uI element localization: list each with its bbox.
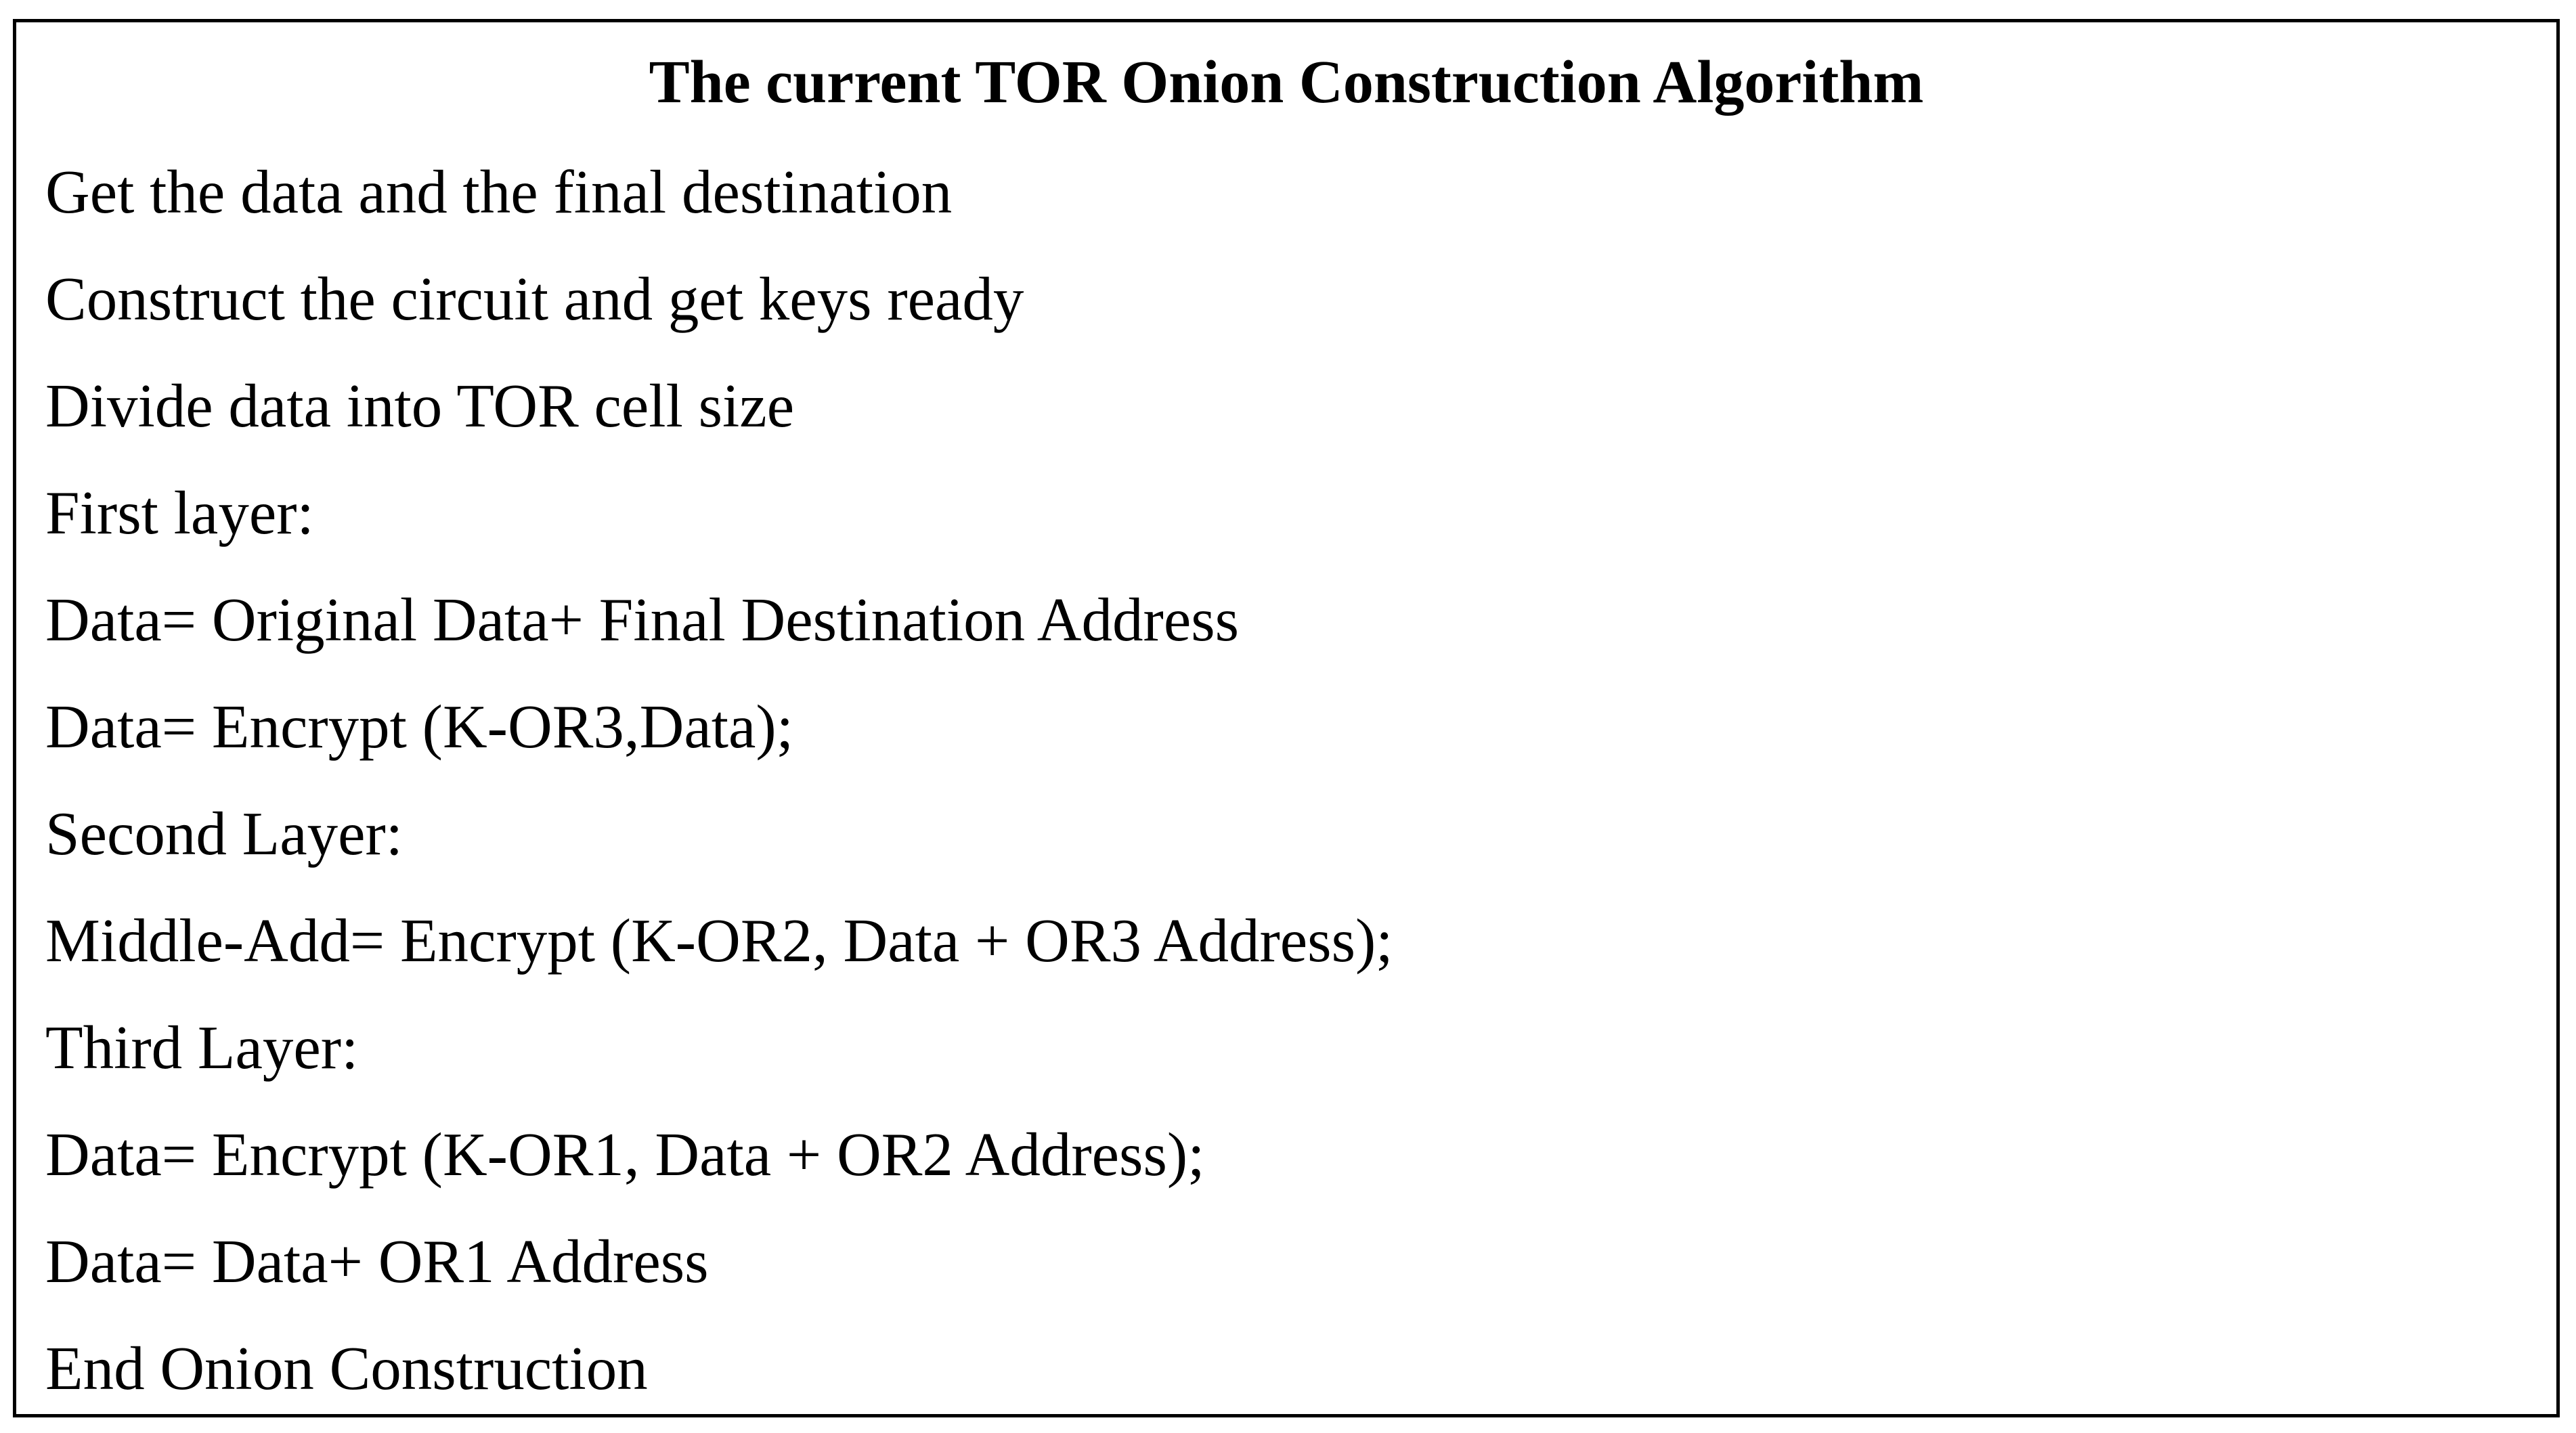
algorithm-box: The current TOR Onion Construction Algor… — [13, 19, 2560, 1417]
step-append-or1-address: Data= Data+ OR1 Address — [45, 1227, 709, 1296]
step-encrypt-or3: Data= Encrypt (K-OR3,Data); — [45, 692, 794, 761]
step-end: End Onion Construction — [45, 1334, 648, 1403]
step-first-layer-heading: First layer: — [45, 479, 314, 547]
step-get-data: Get the data and the final destination — [45, 158, 953, 226]
step-second-layer-heading: Second Layer: — [45, 799, 403, 868]
algorithm-title: The current TOR Onion Construction Algor… — [649, 48, 1924, 116]
step-encrypt-or2: Middle-Add= Encrypt (K-OR2, Data + OR3 A… — [45, 906, 1393, 975]
step-divide-data: Divide data into TOR cell size — [45, 372, 795, 440]
step-third-layer-heading: Third Layer: — [45, 1013, 359, 1082]
step-encrypt-or1: Data= Encrypt (K-OR1, Data + OR2 Address… — [45, 1120, 1205, 1189]
algorithm-steps: Get the data and the final destination C… — [45, 139, 1393, 1422]
step-construct-circuit: Construct the circuit and get keys ready — [45, 265, 1024, 333]
step-append-destination: Data= Original Data+ Final Destination A… — [45, 586, 1240, 654]
